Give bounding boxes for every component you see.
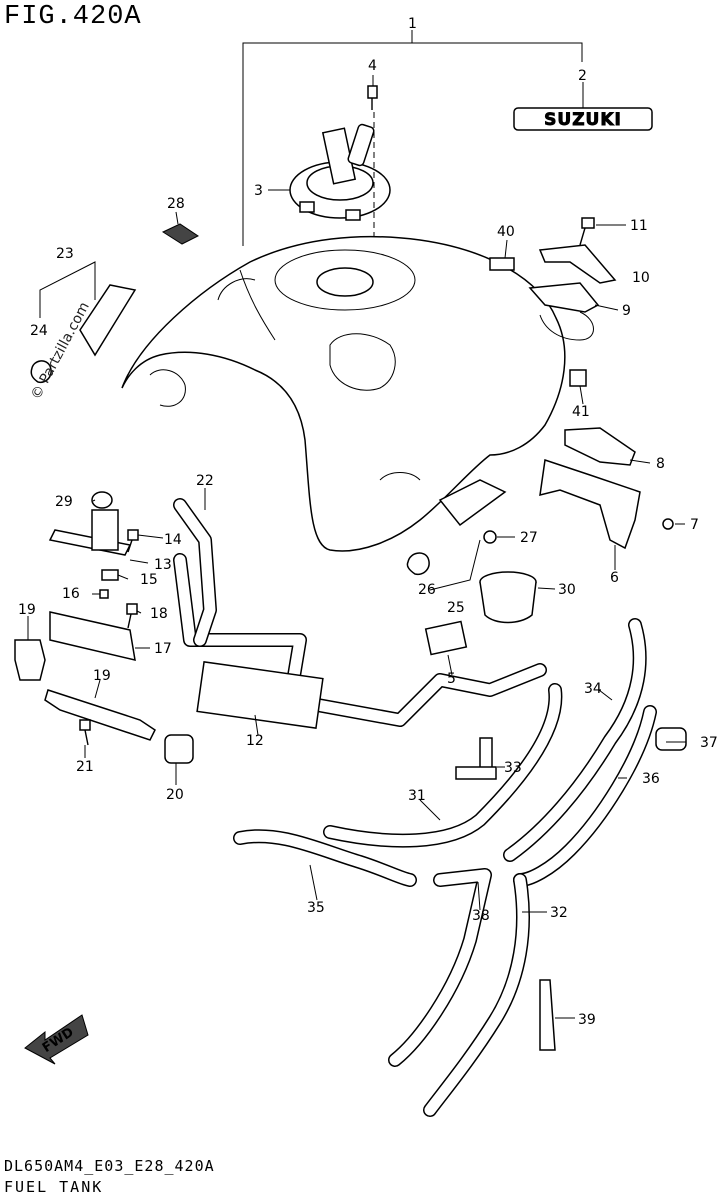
callout-39: 39 xyxy=(578,1012,596,1028)
bolt-18[interactable] xyxy=(126,603,138,629)
callout-41: 41 xyxy=(572,404,590,420)
callout-8: 8 xyxy=(656,456,665,472)
callout-33: 33 xyxy=(504,760,522,776)
callout-10: 10 xyxy=(632,270,650,286)
diagram-caption: FUEL TANK xyxy=(4,1178,104,1196)
cushion-29[interactable] xyxy=(91,491,113,509)
callout-25: 25 xyxy=(447,600,465,616)
diagram-code: DL650AM4_E03_E28_420A xyxy=(4,1157,215,1175)
assembly-bracket xyxy=(242,30,583,246)
callout-11: 11 xyxy=(630,218,648,234)
callout-30: 30 xyxy=(558,582,576,598)
callout-3: 3 xyxy=(254,183,263,199)
hose-36[interactable] xyxy=(513,705,657,887)
hose-35[interactable] xyxy=(233,829,417,887)
cushion-37[interactable] xyxy=(655,727,687,751)
cushion-8[interactable] xyxy=(564,427,636,466)
bolt-11[interactable] xyxy=(579,217,595,246)
callout-29: 29 xyxy=(55,494,73,510)
nut-15[interactable] xyxy=(101,569,119,581)
forward-arrow-icon: FWD xyxy=(24,1014,89,1065)
bracket-10[interactable] xyxy=(538,244,617,284)
callout-14: 14 xyxy=(164,532,182,548)
bracket-13-plate[interactable] xyxy=(91,509,119,551)
clamp-39[interactable] xyxy=(539,979,556,1051)
callout-23: 23 xyxy=(56,246,74,262)
callout-6: 6 xyxy=(610,570,619,586)
callout-26: 26 xyxy=(418,582,436,598)
bolt-21[interactable] xyxy=(79,719,91,746)
hose-32[interactable] xyxy=(423,873,530,1117)
pad-28[interactable] xyxy=(161,223,199,245)
callout-13: 13 xyxy=(154,557,172,573)
callout-17: 17 xyxy=(154,641,172,657)
hose-22[interactable] xyxy=(173,498,217,647)
joint-33[interactable] xyxy=(455,737,497,780)
callout-20: 20 xyxy=(166,787,184,803)
cushion-41[interactable] xyxy=(569,369,587,387)
cushion-5[interactable] xyxy=(424,620,468,656)
bracket-6[interactable] xyxy=(539,459,641,550)
callout-40: 40 xyxy=(497,224,515,240)
callout-4: 4 xyxy=(368,58,377,74)
hose-31[interactable] xyxy=(323,683,563,848)
hose-38[interactable] xyxy=(388,868,492,1067)
callout-37: 37 xyxy=(700,735,718,751)
callout-36: 36 xyxy=(642,771,660,787)
figure-title: FIG.420A xyxy=(4,2,142,32)
clip-16[interactable] xyxy=(99,589,109,599)
callout-16: 16 xyxy=(62,586,80,602)
callout-12: 12 xyxy=(246,733,264,749)
cap-bolt[interactable] xyxy=(367,85,378,110)
callout-34: 34 xyxy=(584,681,602,697)
bracket-17[interactable] xyxy=(49,611,136,661)
leader-lines xyxy=(27,75,686,1019)
callout-27: 27 xyxy=(520,530,538,546)
suzuki-emblem-text: SUZUKI xyxy=(544,110,622,130)
callout-2: 2 xyxy=(578,68,587,84)
callout-38: 38 xyxy=(472,908,490,924)
callout-24: 24 xyxy=(30,323,48,339)
cushion-20[interactable] xyxy=(164,734,194,764)
hose-12[interactable] xyxy=(173,553,547,727)
bolt-14[interactable] xyxy=(127,529,139,553)
cushion-9[interactable] xyxy=(528,282,600,313)
callout-28: 28 xyxy=(167,196,185,212)
plug-24[interactable] xyxy=(30,360,52,384)
callout-32: 32 xyxy=(550,905,568,921)
callout-15: 15 xyxy=(140,572,158,588)
callout-1: 1 xyxy=(408,16,417,32)
hose-34[interactable] xyxy=(503,618,647,862)
band-30[interactable] xyxy=(479,571,537,624)
callout-31: 31 xyxy=(408,788,426,804)
callouts: 1 2 3 4 5 6 7 8 9 10 11 12 13 14 15 16 1… xyxy=(18,16,718,1028)
cover-23[interactable] xyxy=(79,284,137,357)
callout-7: 7 xyxy=(690,517,699,533)
fuel-cap[interactable] xyxy=(289,123,391,221)
plug-26[interactable] xyxy=(406,552,430,576)
suzuki-emblem[interactable]: SUZUKI xyxy=(513,107,653,131)
callout-35: 35 xyxy=(307,900,325,916)
callout-19a: 19 xyxy=(18,602,36,618)
pad-25[interactable] xyxy=(438,479,507,527)
callout-22: 22 xyxy=(196,473,214,489)
bolt-27[interactable] xyxy=(483,530,497,544)
clamp-19[interactable] xyxy=(14,639,46,681)
fuel-tank[interactable] xyxy=(121,235,594,552)
callout-18: 18 xyxy=(150,606,168,622)
bolt-7[interactable] xyxy=(662,518,674,530)
plate-12[interactable] xyxy=(196,661,324,729)
callout-19b: 19 xyxy=(93,668,111,684)
callout-21: 21 xyxy=(76,759,94,775)
callout-9: 9 xyxy=(622,303,631,319)
callout-5: 5 xyxy=(447,671,456,687)
cushion-40[interactable] xyxy=(489,257,515,271)
rod-19[interactable] xyxy=(44,689,156,741)
